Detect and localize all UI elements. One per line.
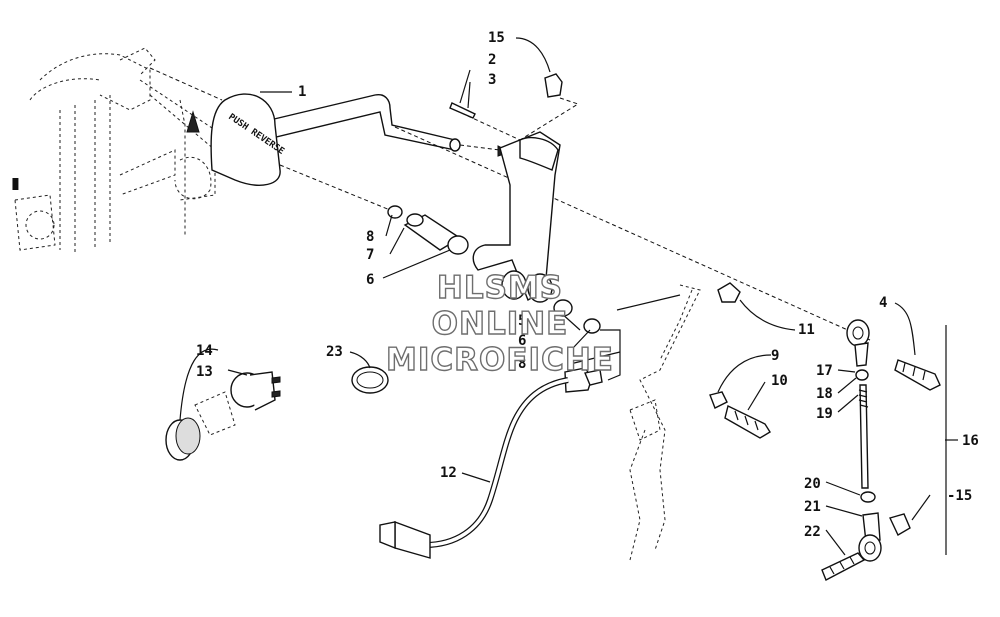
callout-13: 13	[196, 364, 213, 380]
callout-4: 4	[879, 295, 887, 311]
nut-part-15-top	[544, 73, 563, 98]
reverse-lever	[472, 131, 561, 303]
callout-15-lower: -15	[947, 488, 972, 504]
shift-rod-ghost	[629, 284, 701, 561]
callout-6-lower: 6	[518, 333, 526, 349]
callout-6-upper: 6	[366, 272, 374, 288]
watermark-line-1: HLSMS	[437, 270, 563, 306]
washer-part-8-upper	[387, 205, 403, 219]
callout-15-top: 15	[488, 30, 505, 46]
callout-11: 11	[798, 322, 815, 338]
callout-22: 22	[804, 524, 821, 540]
callout-18: 18	[816, 386, 833, 402]
bushing-part-6-lower	[553, 299, 573, 317]
bolt-part-10	[724, 404, 771, 439]
bezel-part-14	[165, 417, 201, 461]
frame-ghost: ■■	[10, 47, 216, 255]
nut-part-11	[717, 282, 741, 303]
callout-8-upper: 8	[366, 229, 374, 245]
washer-part-8-lower	[583, 318, 601, 334]
washer-part-9	[709, 391, 728, 409]
callout-9: 9	[771, 348, 779, 364]
nut-part-18	[855, 369, 869, 381]
callout-leaders	[179, 37, 958, 556]
callout-19: 19	[816, 406, 833, 422]
rod-part-19	[858, 384, 869, 489]
indicator-part-13	[230, 371, 281, 411]
alignment-lines	[149, 67, 871, 341]
reverse-switch-harness-part-12	[379, 367, 603, 559]
nut-part-15-lower	[889, 513, 911, 536]
watermark-line-2: ONLINE	[432, 306, 569, 342]
leader-bracket-5	[616, 294, 681, 311]
callout-3: 3	[488, 72, 496, 88]
callout-1: 1	[298, 84, 306, 100]
callout-8-lower: 8	[518, 356, 526, 372]
callout-2: 2	[488, 52, 496, 68]
clip-part-23	[351, 366, 389, 394]
arrow-up-icon	[186, 110, 200, 133]
bolt-part-4	[894, 359, 941, 391]
watermark: HLSMS ONLINE MICROFICHE	[385, 269, 614, 378]
rod-end-part-21	[858, 512, 882, 562]
callout-7: 7	[366, 247, 374, 263]
callout-14: 14	[196, 343, 213, 359]
watermark-line-3: MICROFICHE	[386, 342, 614, 378]
pin-part-3	[449, 102, 476, 119]
nut-part-20	[860, 491, 876, 503]
callout-10: 10	[771, 373, 788, 389]
rod-end-part-17	[846, 319, 870, 367]
callout-21: 21	[804, 499, 821, 515]
callout-20: 20	[804, 476, 821, 492]
callout-17: 17	[816, 363, 833, 379]
mount-ghost	[194, 391, 236, 436]
reverse-shaft-part-1: PUSH REVERSE	[210, 93, 461, 186]
callout-12: 12	[440, 465, 457, 481]
callout-5: 5	[518, 313, 526, 329]
bushing-part-6-upper	[447, 235, 469, 255]
callout-labels: 1 2 4 3 5 6 6 7 8 8 9 10 11 12 13 14 15 …	[196, 30, 979, 540]
bolt-part-22	[821, 552, 866, 581]
callout-16: 16	[962, 433, 979, 449]
callout-23: 23	[326, 344, 343, 360]
frame-ghost-mark: ■■	[10, 178, 21, 190]
